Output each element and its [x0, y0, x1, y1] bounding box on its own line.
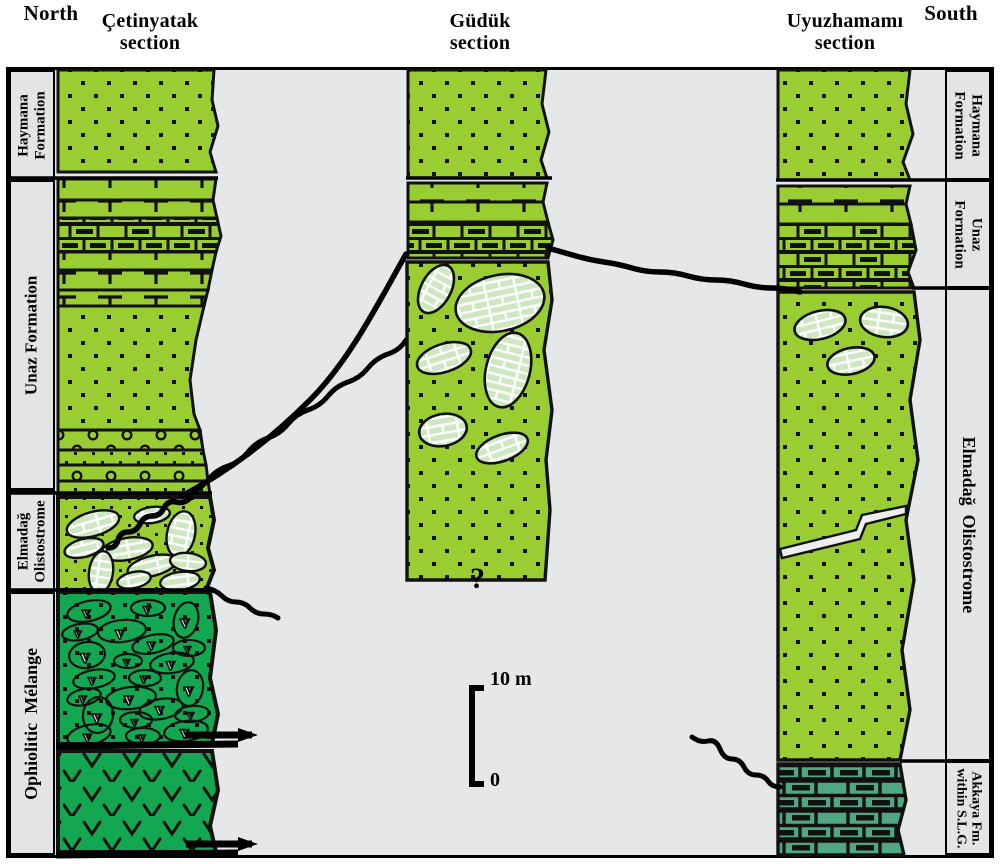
correlation-line-guduk-uyuzhamami	[545, 245, 803, 295]
unit-guduk-marl-1	[406, 181, 549, 204]
svg-text:v: v	[131, 715, 138, 730]
section-title-line2: section	[119, 32, 181, 55]
unit-cetinyatak-marl-upper	[56, 177, 218, 202]
melange-v-symbols: v v v v v v v v v v v v v v v v v v v v	[73, 600, 195, 747]
svg-text:v: v	[115, 623, 125, 644]
section-title-guduk: Güdük section	[385, 10, 575, 55]
south-label: South	[924, 1, 978, 25]
scale-top-label: 10 m	[490, 668, 532, 690]
svg-text:v: v	[74, 626, 82, 642]
svg-text:v: v	[80, 646, 90, 668]
left-label-ophiolitic-melange: Ophiolitic Mélange	[9, 592, 55, 855]
scale-bar	[469, 685, 484, 787]
unit-guduk-marl-2	[406, 200, 550, 224]
svg-text:v: v	[92, 707, 102, 728]
svg-text:v: v	[147, 635, 156, 654]
unit-uyuzhamami-haymana-sandstone	[776, 68, 915, 182]
section-title-cetinyatak: Çetinyatak section	[50, 10, 250, 55]
svg-text:v: v	[83, 727, 92, 746]
unit-cetinyatak-conglomerate-1	[56, 428, 205, 452]
thrust-fault-upper[interactable]	[55, 728, 258, 750]
unit-cetinyatak-marl-upper2	[56, 198, 219, 220]
unit-uyuzhamami-marl-1	[776, 184, 912, 206]
unit-cetinyatak-unaz-sandstone	[56, 304, 206, 432]
right-label-akkaya: Akkaya Fm. within S.L.G.	[945, 761, 991, 855]
boundary-wave-cetinyatak-olistostrome	[203, 585, 281, 621]
formation-boundaries	[8, 176, 992, 763]
unit-cetinyatak-marl-lower2	[56, 268, 214, 292]
svg-text:v: v	[143, 601, 151, 618]
svg-text:v: v	[88, 672, 96, 689]
correlation-lines	[105, 245, 803, 790]
unit-uyuzhamami-elmadag-olistostrome	[776, 290, 922, 762]
svg-text:v: v	[187, 708, 194, 723]
olistostrome-clasts-cetinyatak	[63, 505, 208, 595]
scale-bottom-label: 0	[490, 769, 500, 791]
unit-uyuzhamami-unaz-limestone	[776, 222, 918, 290]
svg-text:v: v	[166, 654, 175, 674]
svg-text:v: v	[140, 671, 148, 687]
column-cetinyatak: v v v v v v v v v v v v v v v v v v v v	[55, 68, 258, 859]
correlation-line-cetinyatak-guduk-main	[179, 251, 409, 499]
column-uyuzhamami	[776, 68, 922, 857]
scale-bar-labels: 10 m 0	[468, 668, 588, 796]
unit-cetinyatak-lava	[56, 749, 221, 854]
svg-text:v: v	[155, 699, 164, 719]
svg-text:v: v	[79, 691, 87, 707]
section-title-line1: Uyuzhamamı	[786, 10, 904, 32]
offset-fault-uyuzhamami[interactable]	[778, 504, 908, 560]
svg-text:v: v	[184, 680, 194, 701]
unit-guduk-limestone	[406, 220, 555, 260]
section-title-line1: Güdük	[449, 10, 511, 32]
left-label-unaz: Unaz Formation	[9, 180, 55, 490]
olistostrome-clasts-uyuzhamami	[793, 305, 910, 376]
unit-cetinyatak-limestone	[56, 216, 223, 254]
section-title-line2: section	[814, 32, 876, 55]
right-label-unaz: Unaz Formation	[945, 180, 991, 288]
section-title-uyuzhamami: Uyuzhamamı section	[740, 10, 950, 55]
unit-cetinyatak-marl-lower1	[56, 250, 218, 272]
unit-uyuzhamami-marl-2	[776, 202, 913, 226]
correlation-wave-overlay	[183, 337, 409, 497]
section-title-line1: Çetinyatak	[101, 10, 199, 32]
column-guduk: ?	[405, 68, 555, 595]
melange-volcanic-clasts	[61, 598, 211, 747]
north-label: North	[23, 1, 79, 25]
unit-cetinyatak-marl-lower3	[56, 288, 210, 308]
svg-text:v: v	[180, 612, 190, 633]
svg-text:v: v	[82, 603, 91, 622]
boundary-wave-uyuzhamami-base	[689, 734, 783, 790]
unit-uyuzhamami-akkaya-limestone	[776, 762, 908, 857]
svg-text:v: v	[124, 689, 134, 710]
svg-text:v: v	[123, 655, 130, 670]
unit-cetinyatak-haymana-sandstone	[56, 68, 220, 174]
svg-text:v: v	[184, 642, 191, 657]
section-title-line2: section	[449, 32, 511, 55]
svg-text:v: v	[138, 730, 146, 746]
unit-guduk-haymana-sandstone	[406, 68, 551, 180]
svg-text:v: v	[180, 722, 189, 742]
unit-cetinyatak-sand-interbed-1	[56, 448, 208, 467]
thrust-fault-lower[interactable]	[55, 837, 258, 859]
correlation-line-cetinyatak-guduk	[105, 495, 193, 551]
unit-cetinyatak-conglomerate-2	[56, 463, 210, 483]
uncertain-base-marker: ?	[470, 562, 485, 595]
olistostrome-clasts-guduk	[415, 263, 546, 465]
